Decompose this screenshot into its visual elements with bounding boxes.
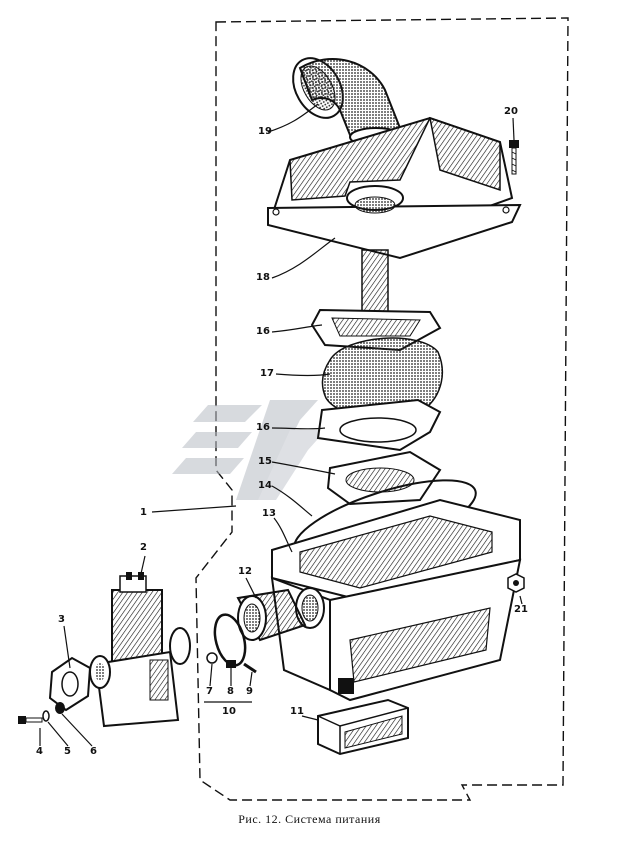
leader-15 (271, 461, 336, 475)
part-21-nut (507, 573, 525, 593)
part-12-connecting-pipe (236, 588, 307, 642)
leader-7 (209, 663, 213, 687)
leader-5 (47, 721, 69, 747)
callout-13: 13 (262, 508, 276, 519)
callout-17: 17 (260, 368, 274, 379)
watermark-logo (172, 400, 326, 500)
callout-19: 19 (258, 126, 272, 137)
part-6-nut (55, 702, 65, 714)
part-5-washer (42, 710, 50, 722)
part-2-carburettor (89, 572, 191, 728)
leader-lines (39, 103, 523, 747)
leader-2 (139, 555, 146, 579)
callout-1: 1 (140, 507, 147, 518)
leader-19 (267, 103, 319, 133)
part-18-filter-cover (267, 116, 522, 331)
leader-16b (271, 427, 326, 430)
callout-18: 18 (256, 272, 270, 283)
callout-2: 2 (140, 542, 147, 553)
leader-21 (519, 595, 523, 605)
part-1-filter-body (270, 498, 522, 702)
callout-21: 21 (514, 604, 528, 615)
callout-11: 11 (290, 706, 304, 717)
leader-18 (271, 237, 336, 279)
callout-7: 7 (206, 686, 213, 697)
callout-20: 20 (504, 106, 518, 117)
leader-1 (151, 505, 237, 513)
part-20-screw (509, 140, 519, 175)
callout-14: 14 (258, 480, 272, 491)
leader-16a (271, 324, 323, 333)
part-3-flange-gasket (48, 656, 92, 712)
figure-caption-text: Рис. 12. Система питания (238, 812, 381, 826)
leader-14 (271, 485, 313, 517)
leader-6 (61, 713, 93, 747)
part-9-screw (243, 662, 257, 674)
callout-4: 4 (36, 746, 43, 757)
callout-16-upper: 16 (256, 326, 270, 337)
leader-13 (273, 517, 293, 553)
leader-11 (301, 715, 319, 721)
part-11-block (317, 698, 409, 756)
callout-15: 15 (258, 456, 272, 467)
part-16-frame (316, 398, 442, 452)
leader-17 (275, 373, 331, 377)
figure-caption: Рис. 12. Система питания (0, 812, 619, 827)
callout-5: 5 (64, 746, 71, 757)
leader-3 (63, 625, 71, 669)
leader-9 (249, 671, 253, 687)
callout-6: 6 (90, 746, 97, 757)
callout-3: 3 (58, 614, 65, 625)
part-7-nut (206, 652, 218, 664)
assembly-boundary-dashed (195, 17, 569, 801)
part-8-clamp (213, 613, 247, 668)
callout-12: 12 (238, 566, 252, 577)
callout-16-lower: 16 (256, 422, 270, 433)
callout-10: 10 (222, 706, 236, 717)
callout-8: 8 (227, 686, 234, 697)
part-4-bolt (18, 716, 43, 724)
callout-9: 9 (246, 686, 253, 697)
part-15-plate (326, 450, 442, 506)
leader-20 (512, 117, 515, 141)
leader-12 (245, 577, 257, 599)
